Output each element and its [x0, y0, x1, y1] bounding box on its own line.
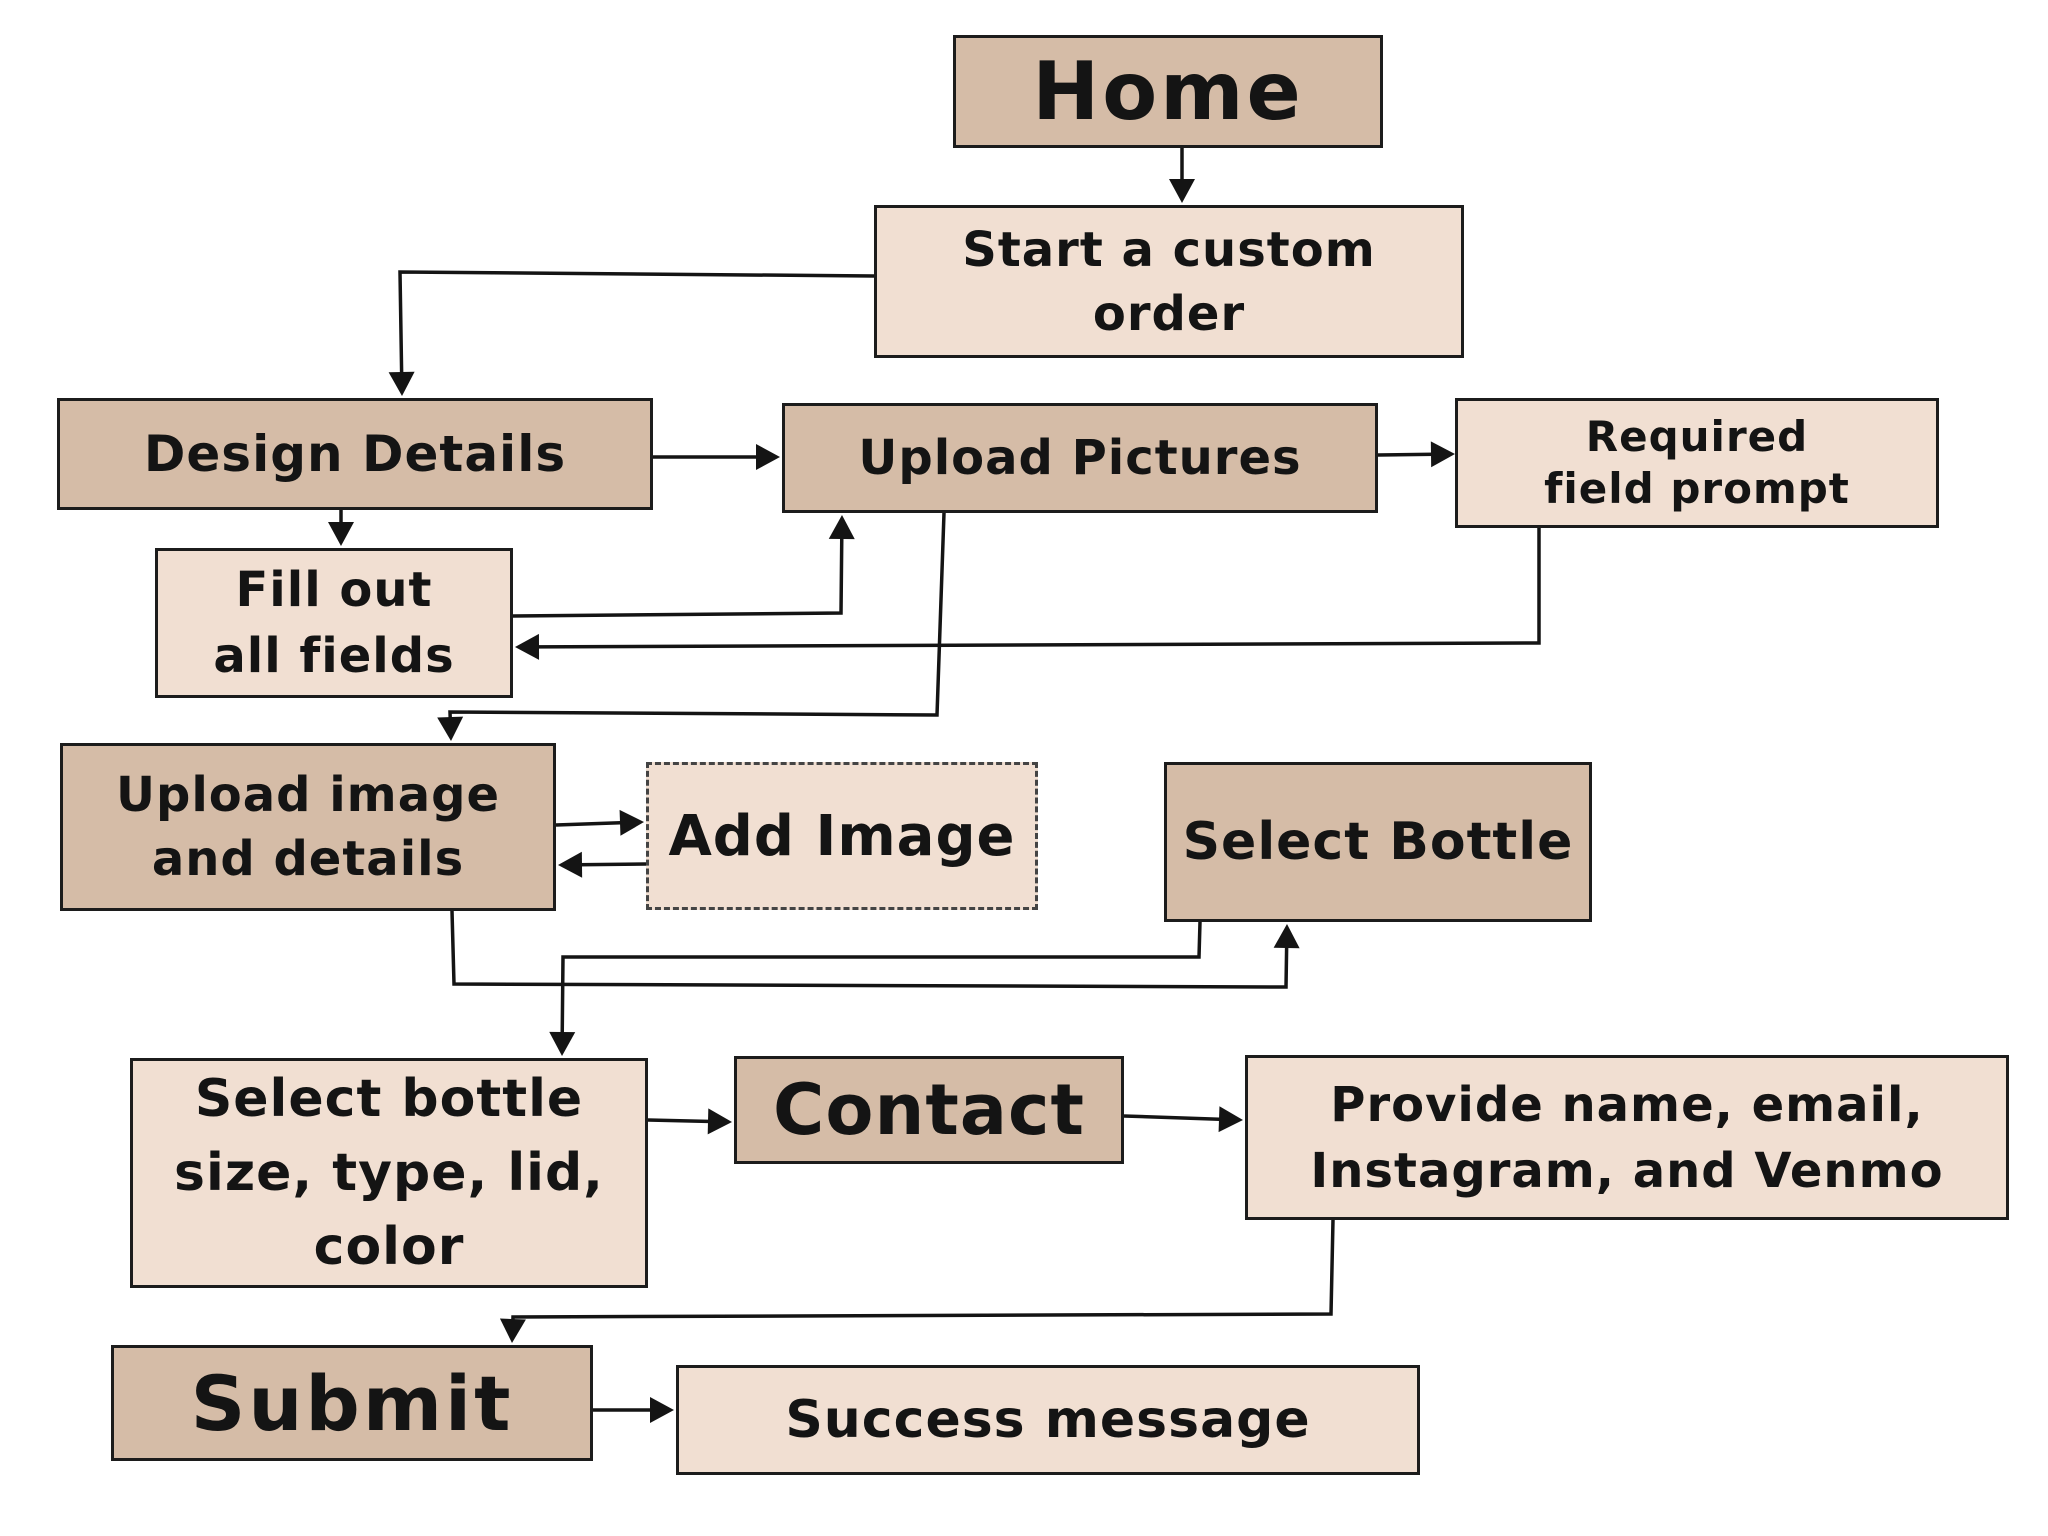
edge-contact-to-provide-contact-info [1123, 1114, 1224, 1122]
node-select-bottle: Select Bottle [1164, 762, 1592, 922]
node-submit: Submit [111, 1345, 593, 1461]
edge-upload-image-and-details-to-select-bottle [450, 910, 1289, 989]
arrowhead [1430, 441, 1455, 468]
arrowhead [1273, 924, 1300, 949]
node-success-message: Success message [676, 1365, 1420, 1475]
arrowhead [549, 1031, 576, 1056]
node-fill-out-all-fields: Fill out all fields [155, 548, 513, 698]
node-required-field-prompt: Required field prompt [1455, 398, 1939, 528]
edge-upload-pictures-to-required-field-prompt [1377, 452, 1436, 457]
edge-add-image-to-upload-image-and-details [577, 862, 647, 867]
node-design-details: Design Details [57, 398, 653, 510]
arrowhead [1169, 179, 1195, 203]
arrowhead [388, 371, 415, 396]
edge-upload-image-and-details-to-add-image [555, 820, 625, 827]
node-select-bottle-size: Select bottle size, type, lid, color [130, 1058, 648, 1288]
edge-select-bottle-to-select-bottle-size [560, 921, 1202, 1037]
edge-start-custom-order-to-design-details [398, 270, 875, 377]
arrowhead [756, 444, 780, 470]
node-start-custom-order: Start a custom order [874, 205, 1464, 358]
node-provide-contact-info: Provide name, email, Instagram, and Venm… [1245, 1055, 2009, 1220]
edge-required-field-prompt-to-fill-out-all-fields [534, 528, 1541, 649]
arrowhead [619, 809, 644, 836]
edge-upload-pictures-to-upload-image-and-details [448, 512, 946, 722]
edge-fill-out-all-fields-to-upload-pictures [512, 534, 844, 618]
arrowhead [499, 1318, 526, 1343]
arrowhead [828, 515, 855, 540]
node-add-image: Add Image [646, 762, 1038, 910]
node-contact: Contact [734, 1056, 1124, 1164]
arrowhead [1218, 1106, 1243, 1133]
arrowhead [437, 716, 464, 741]
node-upload-image-and-details: Upload image and details [60, 743, 556, 911]
edge-select-bottle-size-to-contact [647, 1118, 713, 1124]
arrowhead [650, 1397, 674, 1423]
node-home: Home [953, 35, 1383, 148]
arrowhead [328, 522, 354, 546]
node-upload-pictures: Upload Pictures [782, 403, 1378, 513]
arrowhead [558, 851, 583, 878]
arrowhead [515, 633, 540, 660]
arrowhead [707, 1108, 732, 1135]
